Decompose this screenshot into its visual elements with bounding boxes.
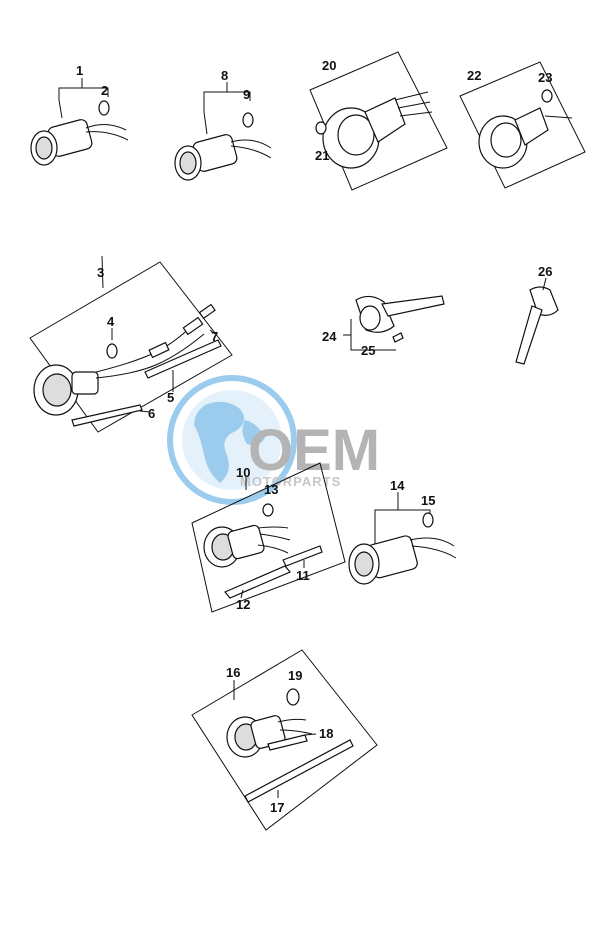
callout-4: 4 bbox=[107, 314, 115, 329]
gauge-group-3 bbox=[29, 255, 233, 433]
callout-25: 25 bbox=[361, 343, 375, 358]
switch-group-24 bbox=[343, 295, 445, 351]
callout-26: 26 bbox=[538, 264, 552, 279]
callout-21: 21 bbox=[315, 148, 329, 163]
globe-icon bbox=[167, 375, 297, 505]
watermark-tagline: MOTORPARTS bbox=[240, 474, 341, 489]
callout-8: 8 bbox=[221, 68, 228, 83]
callout-labels: 1 2 3 4 5 6 7 8 9 10 11 12 13 14 15 16 1… bbox=[76, 58, 552, 815]
callout-24: 24 bbox=[322, 329, 337, 344]
watermark-brand: OEM bbox=[248, 418, 380, 483]
callout-22: 22 bbox=[467, 68, 481, 83]
gauge-group-20 bbox=[309, 51, 448, 191]
gauge-group-8 bbox=[174, 82, 272, 181]
switch-part-26 bbox=[515, 277, 559, 365]
gauge-group-16 bbox=[191, 649, 378, 831]
gauge-group-10 bbox=[191, 462, 346, 613]
watermark: OEM MOTORPARTS bbox=[167, 375, 380, 505]
callout-23: 23 bbox=[538, 70, 552, 85]
callout-10: 10 bbox=[236, 465, 250, 480]
callout-19: 19 bbox=[288, 668, 302, 683]
gauge-group-1 bbox=[30, 78, 129, 166]
callout-6: 6 bbox=[148, 406, 155, 421]
gauge-group-22 bbox=[459, 61, 586, 189]
callout-12: 12 bbox=[236, 597, 250, 612]
callout-16: 16 bbox=[226, 665, 240, 680]
gauge-group-14 bbox=[348, 492, 457, 585]
callout-15: 15 bbox=[421, 493, 435, 508]
callout-11: 11 bbox=[296, 568, 310, 583]
callout-3: 3 bbox=[97, 265, 104, 280]
callout-1: 1 bbox=[76, 63, 83, 78]
callout-2: 2 bbox=[101, 83, 108, 98]
callout-14: 14 bbox=[390, 478, 405, 493]
callout-20: 20 bbox=[322, 58, 336, 73]
callout-17: 17 bbox=[270, 800, 284, 815]
callout-9: 9 bbox=[243, 87, 250, 102]
callout-13: 13 bbox=[264, 482, 278, 497]
callout-7: 7 bbox=[211, 329, 218, 344]
callout-18: 18 bbox=[319, 726, 333, 741]
callout-5: 5 bbox=[167, 390, 174, 405]
